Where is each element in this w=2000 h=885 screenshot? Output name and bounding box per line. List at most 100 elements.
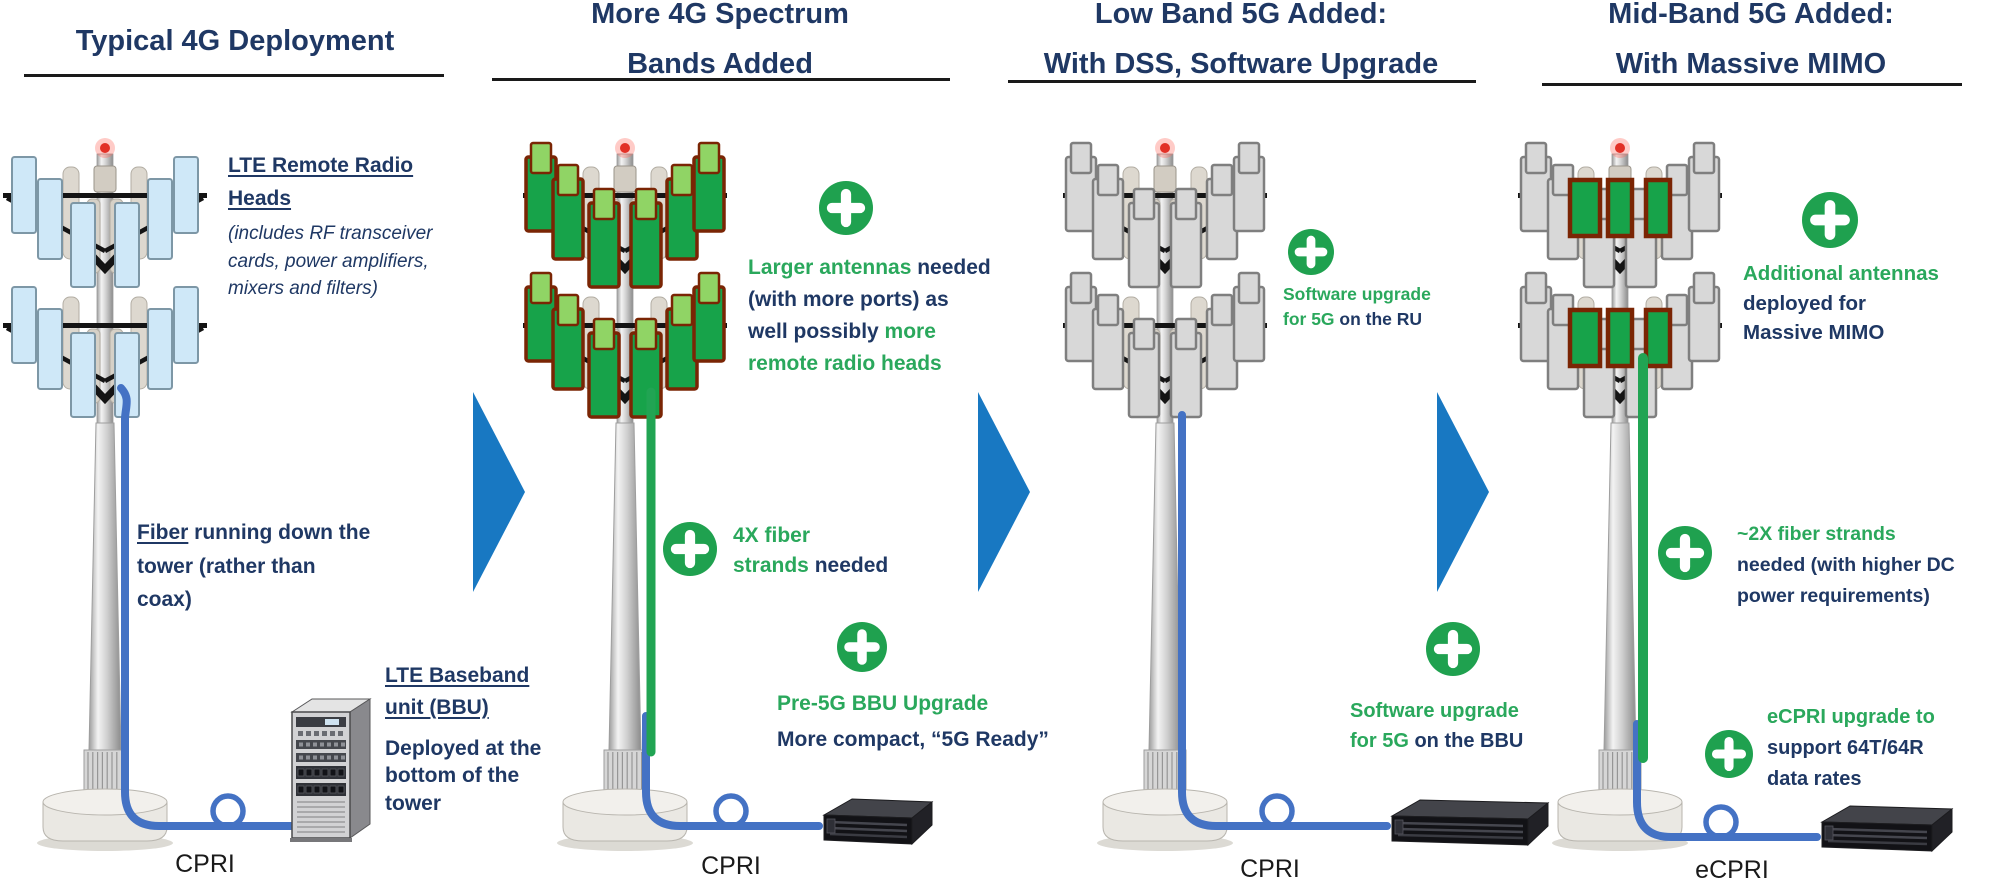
plus-icon — [1802, 192, 1858, 248]
antenna-port-module — [1210, 163, 1234, 197]
mimo-panel — [1643, 307, 1673, 369]
antenna-panel — [37, 178, 63, 260]
antenna-port-module — [670, 293, 694, 327]
cable-label-ecpri: eCPRI — [1695, 856, 1769, 884]
antenna-crossbar — [3, 323, 207, 328]
cell-tower-typical-4g — [0, 108, 210, 858]
tower-graphic — [3, 138, 207, 851]
plus-icon — [1426, 622, 1480, 676]
plus-icon — [1658, 526, 1712, 580]
cable-loop — [210, 793, 246, 829]
plus-icon — [1288, 229, 1334, 275]
antenna-port-module — [1132, 317, 1156, 351]
cable-label-cpri-1: CPRI — [175, 850, 235, 878]
antenna-port-module — [1237, 141, 1261, 175]
antenna-port-module — [634, 317, 658, 351]
mimo-panel — [1605, 177, 1635, 239]
mast-equipment-box — [1153, 165, 1177, 193]
antenna-port-module — [592, 187, 616, 221]
cable-loop — [1259, 793, 1295, 829]
antenna-port-module — [1692, 271, 1716, 305]
title-line: With Massive MIMO — [1615, 48, 1887, 80]
tower-graphic — [523, 138, 727, 851]
antenna-crossbar — [523, 193, 727, 198]
next-stage-arrow-icon — [473, 392, 525, 592]
title-line: Typical 4G Deployment — [75, 25, 395, 57]
antenna-tier — [3, 156, 207, 288]
plus-icon — [837, 622, 887, 672]
panel-title-low-band-5g: Low Band 5G Added: With DSS, Software Up… — [1003, 0, 1479, 89]
next-stage-arrow-icon — [1437, 392, 1489, 592]
tower-graphic — [1518, 138, 1722, 851]
antenna-port-module — [1132, 187, 1156, 221]
panel-title-more-4g-spectrum: More 4G Spectrum Bands Added — [490, 0, 950, 89]
mimo-panel — [1605, 307, 1635, 369]
antenna-port-module — [1174, 317, 1198, 351]
mast-equipment-box — [613, 165, 637, 193]
title-underline — [492, 78, 950, 81]
panel-title-mid-band-5g: Mid-Band 5G Added: With Massive MIMO — [1521, 0, 1981, 89]
cell-tower-more-4g — [520, 108, 730, 858]
mimo-panel — [1567, 177, 1603, 239]
tower-base — [557, 788, 693, 851]
antenna-panel — [147, 178, 173, 260]
antenna-tier — [3, 286, 207, 418]
title-line: Bands Added — [627, 48, 813, 80]
plus-icon — [663, 522, 717, 576]
beacon-light-icon — [1610, 138, 1630, 158]
antenna-port-module — [1096, 163, 1120, 197]
antenna-port-module — [634, 187, 658, 221]
antenna-port-module — [1692, 141, 1716, 175]
fiber-cable — [1178, 411, 1391, 830]
antenna-panel — [37, 308, 63, 390]
beacon-light-icon — [95, 138, 115, 158]
next-stage-arrow-icon — [978, 392, 1030, 592]
antenna-panel — [173, 286, 199, 364]
fiber-cable — [642, 712, 823, 830]
massive-mimo-antennas — [1567, 177, 1673, 369]
antenna-panel — [11, 156, 37, 234]
cable-loop — [713, 793, 749, 829]
antenna-port-module — [592, 317, 616, 351]
antenna-panel — [147, 308, 173, 390]
antenna-crossbar — [523, 323, 727, 328]
mimo-panel — [1567, 307, 1603, 369]
antenna-panel — [70, 332, 96, 418]
antenna-panel — [11, 286, 37, 364]
cable-loop — [1703, 804, 1739, 840]
title-line: Mid-Band 5G Added: — [1608, 0, 1894, 30]
mast-equipment-box — [93, 165, 117, 193]
antenna-port-module — [1237, 271, 1261, 305]
antenna-panel — [173, 156, 199, 234]
cable-label-cpri-3: CPRI — [1240, 855, 1300, 883]
tower-base — [1097, 788, 1233, 851]
antenna-crossbar — [1063, 323, 1267, 328]
annotation-larger-antennas: Larger antennas needed(with more ports) … — [748, 256, 991, 375]
antenna-port-module — [556, 293, 580, 327]
antenna-port-module — [1524, 141, 1548, 175]
antenna-crossbar — [1063, 193, 1267, 198]
antenna-crossbar — [3, 193, 207, 198]
antenna-panel — [114, 202, 140, 288]
antenna-port-module — [697, 271, 721, 305]
antenna-port-module — [1524, 271, 1548, 305]
mimo-panel — [1643, 177, 1673, 239]
tower-base — [37, 788, 173, 851]
title-line: More 4G Spectrum — [591, 0, 849, 30]
antenna-port-module — [1174, 187, 1198, 221]
bbu-rack-server — [1390, 799, 1550, 847]
antenna-port-module — [1096, 293, 1120, 327]
